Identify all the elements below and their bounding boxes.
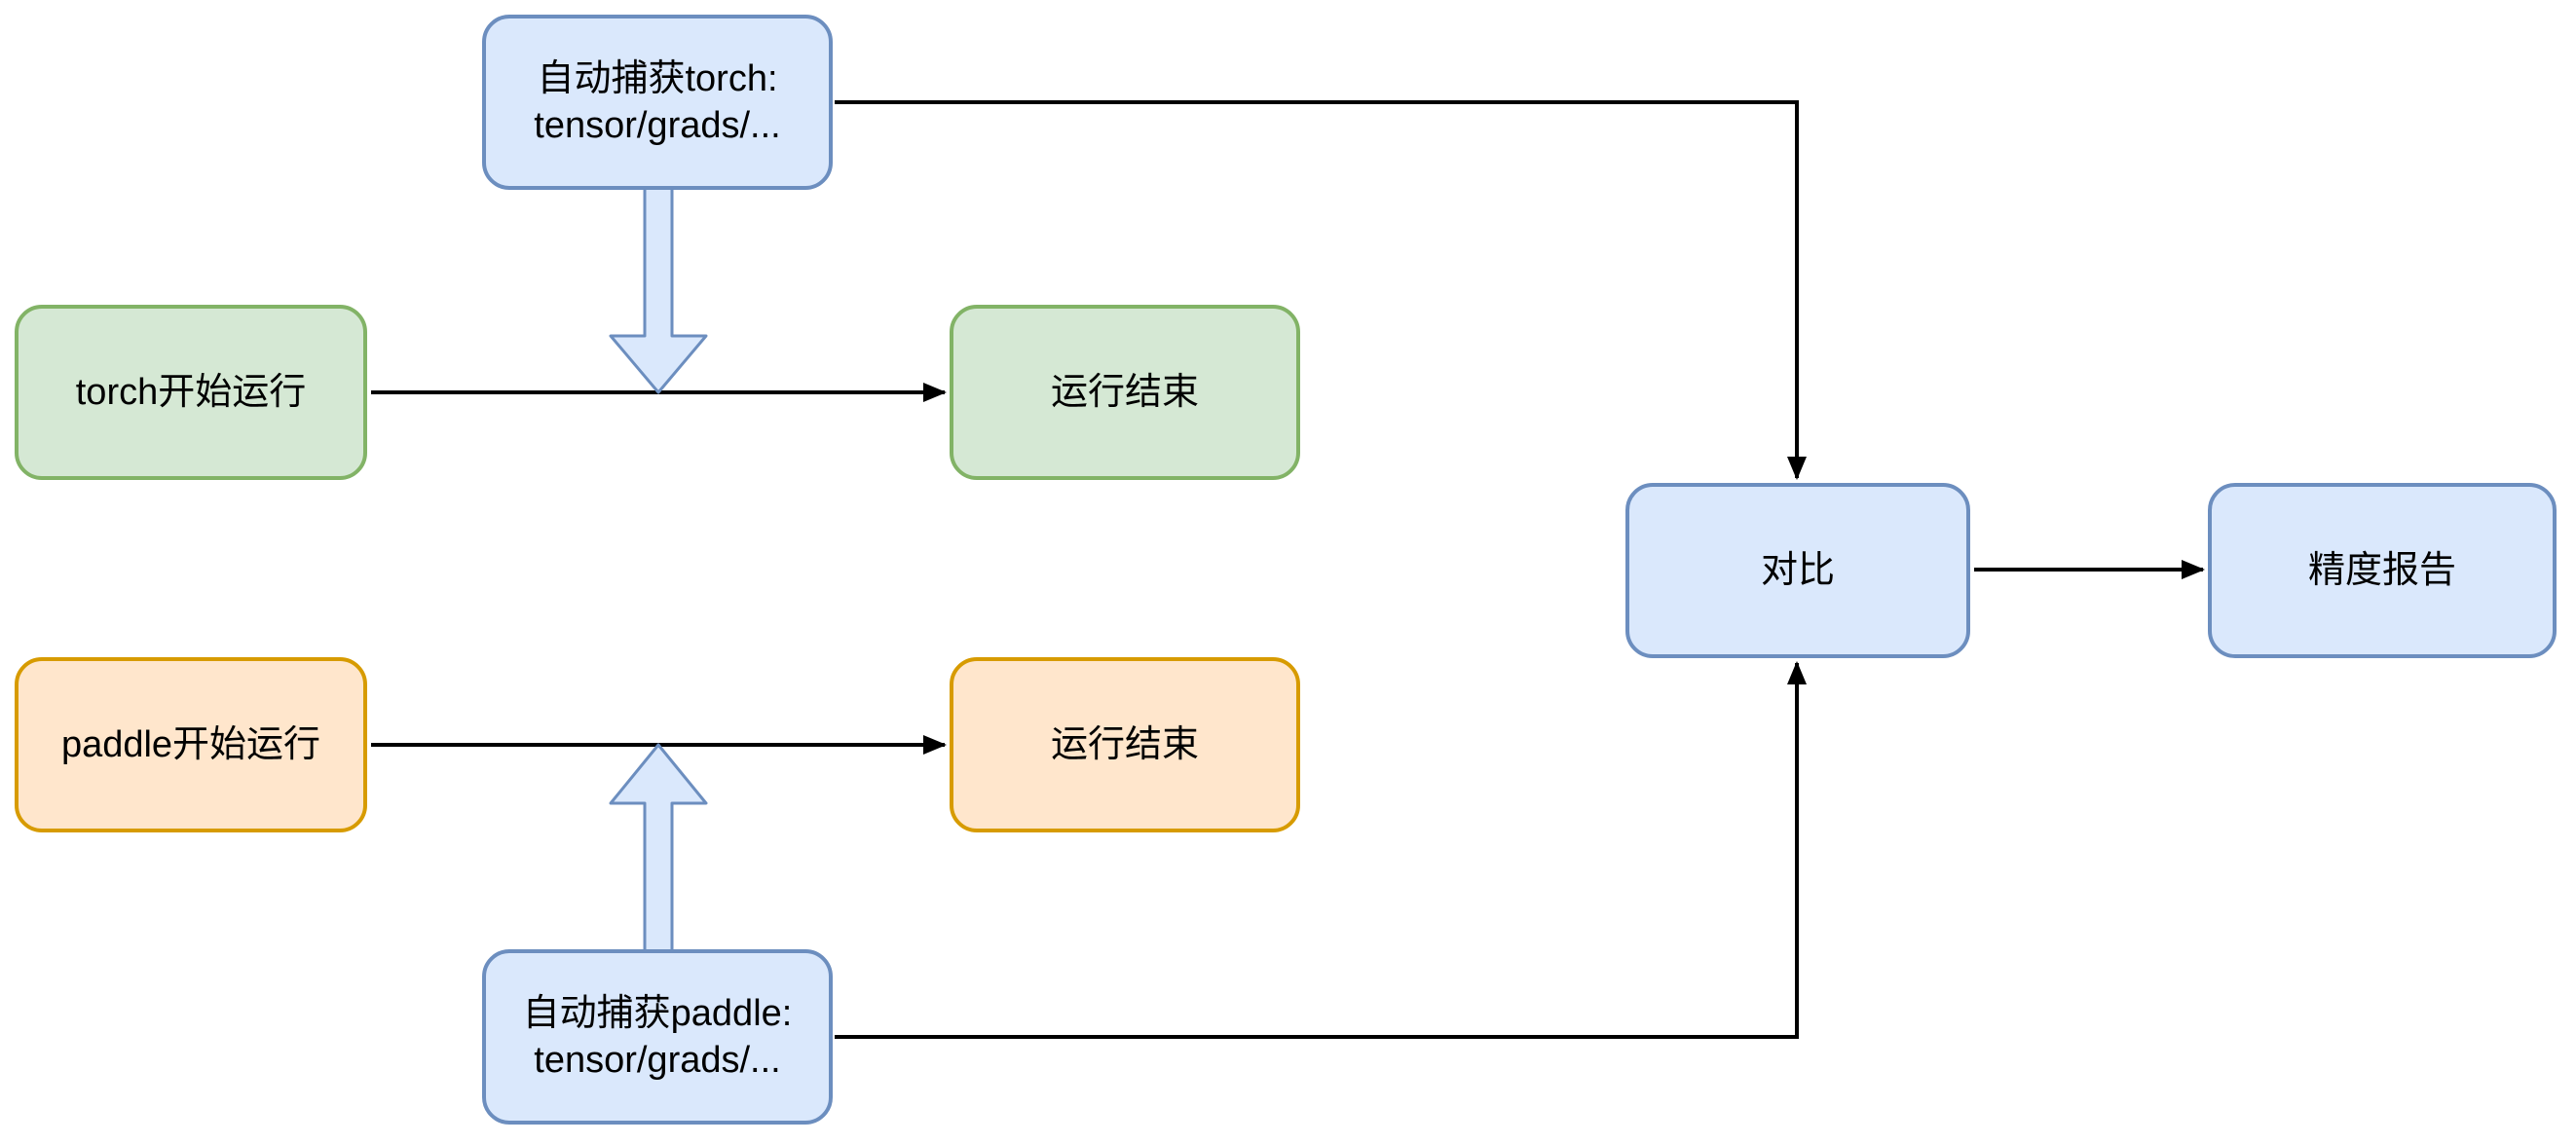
- fat-arrow-capture-paddle-up: [609, 743, 708, 953]
- node-compare: 对比: [1625, 483, 1970, 658]
- node-torch-end-label: 运行结束: [1050, 372, 1199, 413]
- node-paddle-end: 运行结束: [950, 657, 1300, 832]
- edge-capture-torch-to-compare: [835, 100, 1807, 480]
- node-report: 精度报告: [2208, 483, 2557, 658]
- node-capture-paddle-label-line2: tensor/grads/...: [534, 1040, 781, 1081]
- node-capture-paddle-label-line1: 自动捕获paddle:: [522, 993, 793, 1034]
- node-torch-end: 运行结束: [950, 305, 1300, 480]
- node-torch-start-label: torch开始运行: [75, 372, 307, 413]
- node-paddle-start: paddle开始运行: [15, 657, 367, 832]
- node-compare-label: 对比: [1760, 550, 1835, 591]
- node-torch-start: torch开始运行: [15, 305, 367, 480]
- edge-capture-paddle-to-compare: [835, 661, 1807, 1039]
- node-report-label: 精度报告: [2307, 550, 2456, 591]
- node-capture-paddle: 自动捕获paddle: tensor/grads/...: [482, 949, 833, 1125]
- node-paddle-end-label: 运行结束: [1050, 724, 1199, 765]
- fat-arrow-capture-torch-down: [609, 186, 708, 394]
- node-capture-torch-label-line1: 自动捕获torch:: [537, 58, 778, 99]
- node-capture-torch: 自动捕获torch: tensor/grads/...: [482, 15, 833, 190]
- node-paddle-start-label: paddle开始运行: [60, 724, 321, 765]
- node-capture-torch-label-line2: tensor/grads/...: [534, 105, 781, 146]
